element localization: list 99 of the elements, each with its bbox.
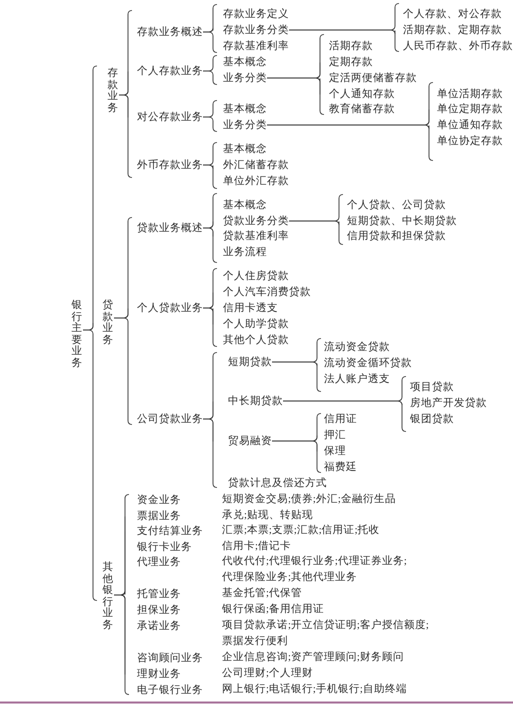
topic-label: 贸易融资 bbox=[228, 434, 272, 448]
topic-label: 个人存款、对公存款 bbox=[403, 8, 502, 20]
description-text: 代收代付;代理银行业务;代理证券业务;代理保险业务;其他代理业务 bbox=[222, 554, 408, 585]
brace-connector bbox=[202, 228, 218, 263]
topic-label: 基本概念 bbox=[223, 102, 267, 116]
description-text: 汇票;本票;支票;汇款;信用证;托收 bbox=[222, 523, 380, 538]
topic-label: 存款业务分类 bbox=[223, 24, 289, 36]
topic-label: 贷款计息及偿还方式 bbox=[228, 476, 327, 490]
brace-connector bbox=[202, 116, 218, 132]
topic-label: 其他个人贷款 bbox=[223, 334, 289, 346]
topic-label: 个人通知存款 bbox=[329, 88, 395, 100]
topic-label: 房地产开发贷款 bbox=[410, 396, 487, 410]
topic-label: 托管业务 bbox=[137, 588, 181, 600]
topic-label: 单位外汇存款 bbox=[223, 174, 289, 188]
topic-label: 单位通知存款 bbox=[437, 118, 503, 132]
brace-connector bbox=[114, 318, 132, 425]
topic-label: 福费廷 bbox=[324, 460, 357, 474]
topic-label: 人民币存款、外币存款 bbox=[403, 40, 513, 52]
brace-connector bbox=[266, 78, 324, 115]
topic-label: 基本概念 bbox=[223, 56, 267, 68]
description-text: 短期资金交易;债券;外汇;金融衍生品 bbox=[222, 492, 396, 507]
topic-label: 担保业务 bbox=[137, 604, 181, 616]
topic-label: 基本概念 bbox=[223, 198, 267, 212]
vertical-label: 贷款业务 bbox=[102, 300, 114, 346]
topic-label: 教育储蓄存款 bbox=[329, 102, 395, 116]
brace-connector bbox=[202, 70, 218, 85]
topic-label: 对公存款业务 bbox=[137, 110, 203, 124]
description-text: 银行保函;备用信用证 bbox=[222, 602, 324, 617]
brace-connector bbox=[272, 362, 322, 392]
topic-label: 个人贷款业务 bbox=[137, 302, 203, 314]
brace-connector bbox=[266, 124, 434, 161]
topic-label: 活期存款、定期存款 bbox=[403, 24, 502, 36]
topic-label: 信用证 bbox=[324, 412, 357, 426]
topic-label: 中长期贷款 bbox=[228, 394, 283, 408]
description-text: 企业信息咨询;资产管理顾问;财务顾问 bbox=[222, 650, 404, 665]
vertical-label: 银行主要业务 bbox=[71, 300, 83, 369]
topic-label: 信用贷款和担保贷款 bbox=[347, 230, 446, 242]
topic-label: 项目贷款 bbox=[410, 380, 454, 394]
topic-label: 流动资金贷款 bbox=[324, 340, 390, 354]
topic-label: 业务分类 bbox=[223, 118, 267, 132]
brace-connector bbox=[288, 220, 344, 245]
brace-connector bbox=[118, 94, 132, 178]
topic-label: 流动资金循环贷款 bbox=[324, 356, 412, 370]
topic-label: 短期贷款 bbox=[228, 356, 272, 368]
topic-label: 单位活期存款 bbox=[437, 88, 503, 100]
topic-label: 个人助学贷款 bbox=[223, 318, 289, 330]
topic-label: 信用卡透支 bbox=[223, 302, 278, 314]
vertical-label: 其他银行业务 bbox=[102, 562, 114, 631]
vertical-label: 存款业务 bbox=[107, 68, 119, 114]
topic-label: 单位协定存款 bbox=[437, 134, 503, 148]
topic-label: 保理 bbox=[324, 444, 346, 458]
topic-label: 公司贷款业务 bbox=[137, 412, 203, 426]
topic-label: 业务分类 bbox=[223, 72, 267, 84]
topic-label: 存款业务概述 bbox=[137, 26, 203, 38]
topic-label: 电子银行业务 bbox=[137, 684, 203, 696]
brace-connector bbox=[82, 330, 98, 601]
topic-label: 资金业务 bbox=[137, 494, 181, 506]
topic-label: 单位定期存款 bbox=[437, 102, 503, 116]
description-text: 公司理财;个人理财 bbox=[222, 666, 313, 681]
topic-label: 法人账户透支 bbox=[324, 372, 390, 386]
brace-connector bbox=[202, 418, 218, 488]
brace-connector bbox=[202, 164, 218, 189]
topic-label: 存款业务定义 bbox=[223, 8, 289, 20]
topic-label: 外汇储蓄存款 bbox=[223, 158, 289, 172]
topic-label: 咨询顾问业务 bbox=[137, 652, 203, 664]
topic-label: 个人贷款、公司贷款 bbox=[347, 198, 446, 212]
description-text: 信用卡;借记卡 bbox=[222, 539, 291, 554]
topic-label: 定期存款 bbox=[329, 56, 373, 68]
description-text: 基金托管;代保管 bbox=[222, 586, 302, 601]
topic-label: 贷款业务分类 bbox=[223, 214, 289, 228]
topic-label: 定活两便储蓄存款 bbox=[329, 72, 417, 84]
topic-label: 基本概念 bbox=[223, 142, 267, 156]
topic-label: 外币存款业务 bbox=[137, 158, 203, 172]
topic-label: 贷款基准利率 bbox=[223, 230, 289, 242]
brace-connector bbox=[202, 308, 218, 347]
topic-label: 押汇 bbox=[324, 428, 346, 442]
topic-label: 银团贷款 bbox=[410, 412, 454, 426]
topic-label: 贷款业务概述 bbox=[137, 222, 203, 234]
topic-label: 业务流程 bbox=[223, 246, 267, 258]
brace-connector bbox=[288, 30, 400, 52]
description-text: 网上银行;电话银行;手机银行;自助终端 bbox=[222, 682, 407, 697]
brace-connector bbox=[202, 32, 218, 53]
topic-label: 个人住房贷款 bbox=[223, 270, 289, 282]
topic-label: 支付结算业务 bbox=[137, 524, 203, 538]
brace-connector bbox=[282, 400, 406, 432]
topic-label: 个人汽车消费贷款 bbox=[223, 286, 311, 298]
description-text: 项目贷款承诺;开立信贷证明;客户授信额度;票据发行便利 bbox=[222, 618, 430, 649]
topic-label: 票据业务 bbox=[137, 510, 181, 522]
topic-label: 存款基准利率 bbox=[223, 40, 289, 52]
brace-connector bbox=[114, 594, 130, 695]
topic-label: 短期贷款、中长期贷款 bbox=[347, 214, 457, 228]
description-text: 承兑;贴现、转贴现 bbox=[222, 508, 313, 523]
brace-connector bbox=[272, 440, 322, 473]
topic-label: 活期存款 bbox=[329, 40, 373, 52]
topic-label: 理财业务 bbox=[137, 668, 181, 680]
topic-label: 承诺业务 bbox=[137, 620, 181, 632]
topic-label: 个人存款业务 bbox=[137, 64, 203, 78]
topic-label: 银行卡业务 bbox=[137, 540, 192, 554]
topic-label: 代理业务 bbox=[137, 556, 181, 568]
